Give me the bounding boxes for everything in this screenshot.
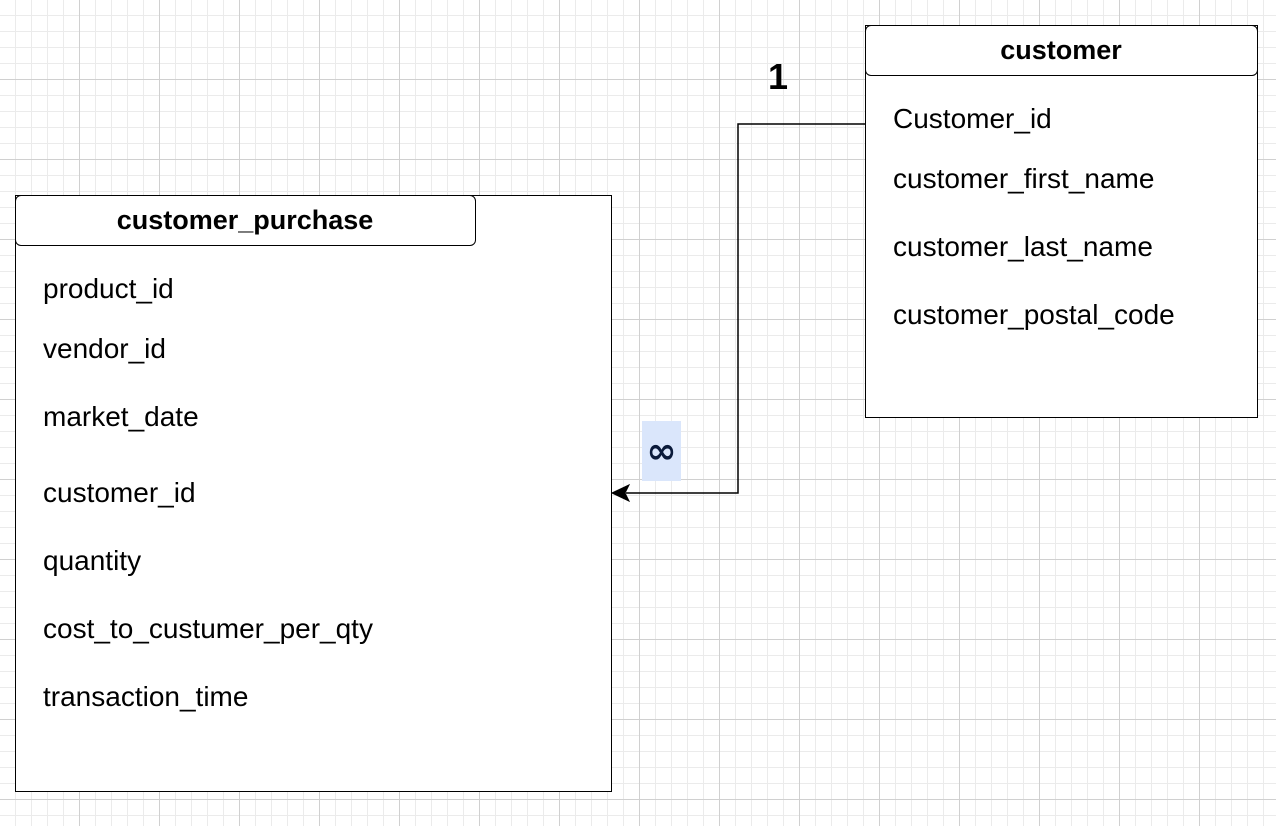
field-product-id[interactable]: product_id	[43, 273, 174, 304]
customer-table[interactable]: customer Customer_id customer_first_name…	[864, 24, 1258, 418]
cardinality-many-label[interactable]: ∞	[642, 421, 681, 481]
field-transaction-time[interactable]: transaction_time	[43, 681, 249, 712]
connector-line[interactable]	[626, 123, 866, 494]
field-vendor-id[interactable]: vendor_id	[43, 333, 166, 364]
customer-purchase-table[interactable]: customer_purchase product_id vendor_id m…	[14, 194, 612, 792]
field-customer-last-name[interactable]: customer_last_name	[893, 231, 1153, 262]
field-quantity[interactable]: quantity	[43, 545, 142, 576]
cardinality-one-label[interactable]: 1	[768, 56, 789, 97]
field-cost-to-custumer-per-qty[interactable]: cost_to_custumer_per_qty	[43, 613, 373, 644]
field-customer-first-name[interactable]: customer_first_name	[893, 163, 1155, 194]
field-customer-postal-code[interactable]: customer_postal_code	[893, 299, 1175, 330]
field-market-date[interactable]: market_date	[43, 401, 199, 432]
arrowhead-icon	[610, 483, 631, 503]
customer-table-title[interactable]: customer	[864, 24, 1258, 76]
field-customer-id-pk[interactable]: Customer_id	[893, 103, 1052, 134]
field-customer-id[interactable]: customer_id	[43, 477, 196, 508]
customer-purchase-table-title[interactable]: customer_purchase	[14, 194, 476, 246]
